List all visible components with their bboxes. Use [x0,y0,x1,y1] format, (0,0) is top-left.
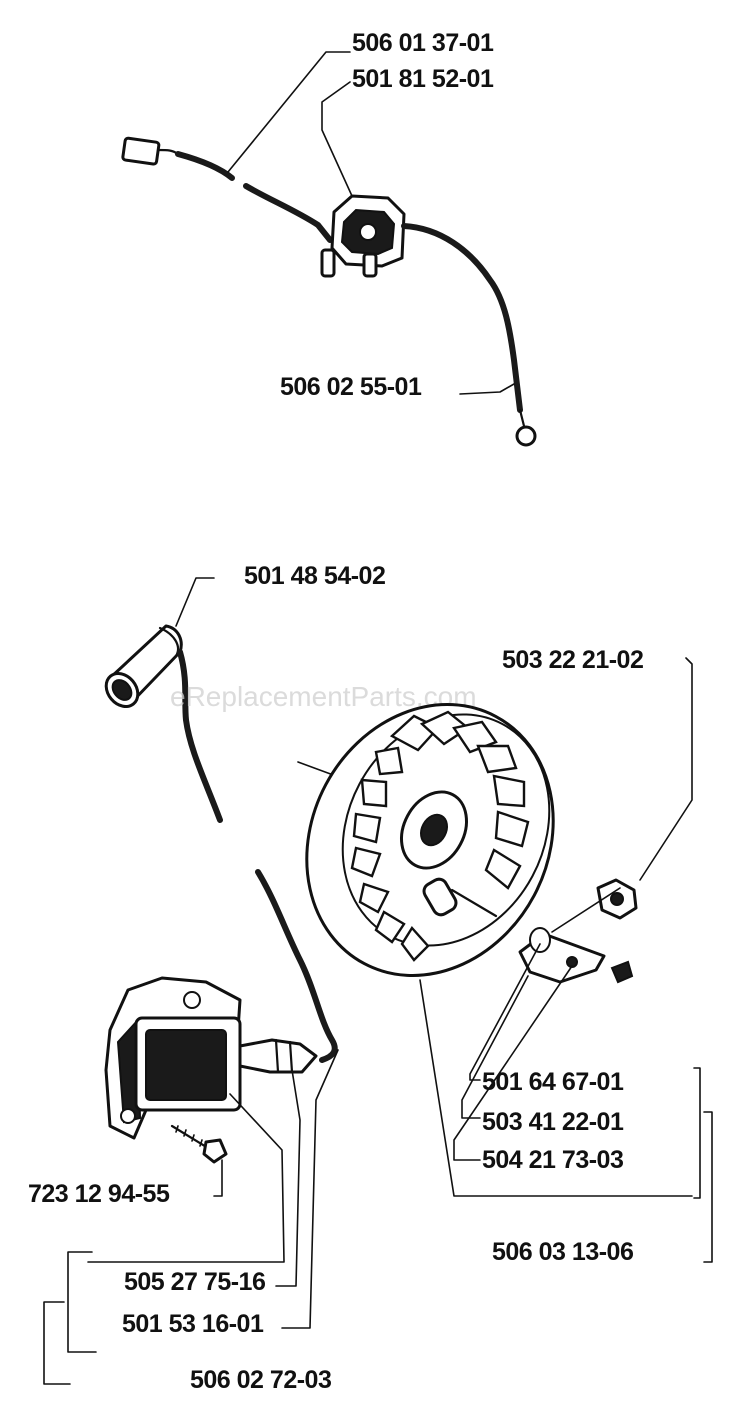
switch-pin [359,223,377,241]
screw-shank [170,1124,210,1150]
leader-nut [639,657,693,881]
leader-wire-top [227,51,351,173]
leader-module [87,1093,285,1263]
leader-flywheel [419,979,693,1197]
nut-hole [610,892,624,906]
label-coil-screw: 723 12 94-55 [28,1180,170,1208]
pawl-screw [610,960,634,984]
ground-wire [401,223,523,413]
bracket-ignition-assembly [43,1301,71,1385]
leader-pawl [461,975,529,1119]
flywheel-nut [596,878,638,920]
flywheel-fins [350,710,530,962]
leader-plug-boot [175,577,215,627]
mount-hole-bottom [120,1108,136,1124]
leader-spring [453,965,573,1161]
label-coil-wire: 501 53 16-01 [122,1310,264,1338]
leader-washer [469,943,541,1081]
leader-coil-wire-2 [281,1049,339,1329]
coil-grommet-ribs [274,1038,294,1074]
switch-assembly [121,136,537,447]
label-ignition-assembly: 506 02 72-03 [190,1366,331,1394]
spark-plug-boot [104,624,183,708]
bracket-flywheel-assembly [703,1111,713,1263]
screw-thread [175,1125,203,1147]
coil-screw [170,1124,228,1164]
ht-lead-lower [255,869,338,1063]
coil-core [145,1029,227,1101]
ring-terminal [515,425,537,447]
label-spark-plug-boot: 501 48 54-02 [244,562,385,590]
screw-head [202,1138,228,1164]
label-switch: 501 81 52-01 [352,65,494,93]
leader-switch [321,81,353,197]
leader-coil-wire-1 [275,1069,301,1287]
label-wire-top: 506 01 37-01 [352,29,494,57]
label-flywheel-washer: 501 64 67-01 [482,1068,624,1096]
crank-axis [297,761,337,777]
mount-hole-top [183,991,201,1009]
label-flywheel-pawl: 503 41 22-01 [482,1108,624,1136]
bracket-module-set [67,1251,97,1353]
ignition-module [104,976,318,1140]
wire-top [175,151,333,243]
bracket-flywheel-set [693,1067,701,1199]
label-flywheel-spring: 504 21 73-03 [482,1146,623,1174]
leader-coil-screw [213,1159,223,1197]
connector-crimp [156,148,180,156]
washer [529,927,551,953]
leader-ground [459,383,515,395]
flywheel-bore [420,813,448,847]
switch-leg-left [320,248,336,278]
ring-terminal-neck [518,408,526,428]
pawl-assembly [518,927,634,984]
ht-lead [177,649,223,823]
label-ignition-module: 505 27 75-16 [124,1268,265,1296]
boot-ring [158,626,180,658]
label-flywheel-assembly: 506 03 13-06 [492,1238,633,1266]
flywheel [297,703,555,977]
leader-nut-to-pawl [551,887,621,933]
boot-opening-inner [111,679,133,701]
wire-connector-tab [121,136,161,166]
label-ground-lead: 506 02 55-01 [280,373,422,401]
switch-leg-right [362,252,378,278]
label-flywheel-nut: 503 22 21-02 [502,646,643,674]
pawl-post [422,877,458,917]
spring-arm [450,888,498,918]
